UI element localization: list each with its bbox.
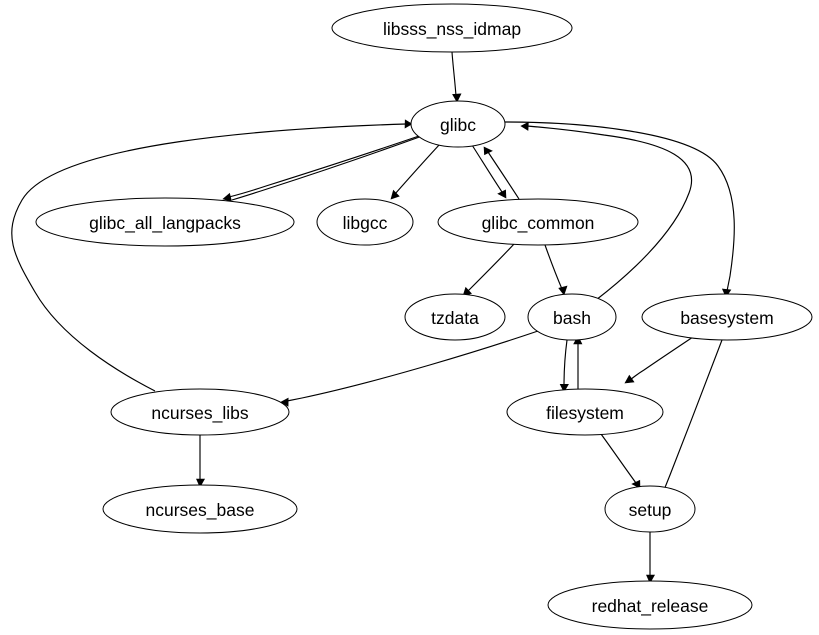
graph-node-glibc[interactable]: glibc bbox=[410, 100, 506, 148]
graph-node-libsss_nss_idmap[interactable]: libsss_nss_idmap bbox=[331, 3, 573, 53]
edge-arrowhead-icon bbox=[721, 288, 732, 298]
graph-edge[interactable] bbox=[660, 339, 723, 497]
graph-edge[interactable] bbox=[222, 135, 420, 202]
graph-node-libgcc[interactable]: libgcc bbox=[316, 198, 414, 246]
edge-arrowhead-icon bbox=[558, 285, 568, 296]
graph-node-redhat_release[interactable]: redhat_release bbox=[547, 580, 753, 630]
node-ellipse[interactable] bbox=[437, 198, 639, 246]
node-ellipse[interactable] bbox=[641, 293, 813, 341]
graph-node-setup[interactable]: setup bbox=[604, 485, 696, 533]
graph-edge[interactable] bbox=[471, 144, 507, 199]
edge-arrowhead-icon bbox=[646, 574, 656, 584]
graph-edge[interactable] bbox=[11, 119, 413, 392]
edge-arrowhead-icon bbox=[631, 479, 641, 489]
edge-arrowhead-icon bbox=[452, 93, 462, 103]
graph-edge[interactable] bbox=[559, 339, 569, 393]
node-ellipse[interactable] bbox=[410, 100, 506, 148]
graph-node-ncurses_base[interactable]: ncurses_base bbox=[102, 484, 298, 534]
node-ellipse[interactable] bbox=[547, 580, 753, 630]
graph-node-tzdata[interactable]: tzdata bbox=[404, 293, 506, 341]
edge-line bbox=[11, 123, 407, 392]
edge-arrowhead-icon bbox=[404, 119, 413, 129]
node-ellipse[interactable] bbox=[404, 293, 506, 341]
edge-arrowhead-icon bbox=[390, 189, 400, 200]
edge-arrowhead-icon bbox=[624, 374, 635, 384]
edge-line bbox=[663, 339, 723, 491]
node-ellipse[interactable] bbox=[604, 485, 696, 533]
edge-line bbox=[563, 339, 568, 387]
graph-edge[interactable] bbox=[646, 531, 656, 584]
edge-line bbox=[487, 151, 520, 200]
graph-edge[interactable] bbox=[451, 51, 462, 103]
graph-edge[interactable] bbox=[573, 335, 583, 389]
graph-edge[interactable] bbox=[390, 143, 441, 200]
edge-line bbox=[286, 330, 539, 402]
node-ellipse[interactable] bbox=[506, 388, 664, 436]
edge-line bbox=[504, 121, 735, 292]
edge-line bbox=[526, 125, 693, 301]
graph-edge[interactable] bbox=[280, 330, 539, 407]
edge-line bbox=[544, 244, 563, 290]
edge-arrowhead-icon bbox=[497, 189, 507, 199]
graph-edge[interactable] bbox=[544, 244, 568, 296]
node-ellipse[interactable] bbox=[35, 197, 295, 247]
graph-node-ncurses_libs[interactable]: ncurses_libs bbox=[110, 388, 290, 436]
node-ellipse[interactable] bbox=[316, 198, 414, 246]
graph-node-glibc_common[interactable]: glibc_common bbox=[437, 198, 639, 246]
edge-hit-area[interactable] bbox=[287, 331, 538, 401]
edges-layer bbox=[11, 51, 735, 584]
edge-line bbox=[394, 143, 441, 195]
edge-line bbox=[629, 336, 694, 381]
edge-arrowhead-icon bbox=[222, 192, 233, 202]
node-ellipse[interactable] bbox=[102, 484, 298, 534]
edge-line bbox=[467, 242, 516, 292]
edge-arrowhead-icon bbox=[483, 146, 493, 156]
graph-edge[interactable] bbox=[483, 146, 520, 200]
node-ellipse[interactable] bbox=[331, 3, 573, 53]
graph-node-bash[interactable]: bash bbox=[527, 293, 617, 341]
edge-arrowhead-icon bbox=[520, 121, 529, 131]
graph-edge[interactable] bbox=[196, 435, 206, 488]
edge-line bbox=[471, 144, 503, 193]
graph-edge[interactable] bbox=[600, 433, 641, 489]
graph-edge[interactable] bbox=[462, 242, 516, 297]
edge-line bbox=[228, 135, 420, 198]
graph-edge[interactable] bbox=[624, 336, 694, 384]
node-ellipse[interactable] bbox=[110, 388, 290, 436]
edge-arrowhead-icon bbox=[196, 478, 206, 488]
edge-line bbox=[451, 51, 457, 97]
graph-edge[interactable] bbox=[504, 121, 735, 298]
graph-node-filesystem[interactable]: filesystem bbox=[506, 388, 664, 436]
edge-line bbox=[600, 433, 637, 484]
graph-node-glibc_all_langpacks[interactable]: glibc_all_langpacks bbox=[35, 197, 295, 247]
edge-arrowhead-icon bbox=[559, 383, 569, 393]
graph-node-basesystem[interactable]: basesystem bbox=[641, 293, 813, 341]
node-ellipse[interactable] bbox=[527, 293, 617, 341]
graph-edge[interactable] bbox=[520, 121, 693, 301]
edge-line bbox=[231, 134, 426, 201]
